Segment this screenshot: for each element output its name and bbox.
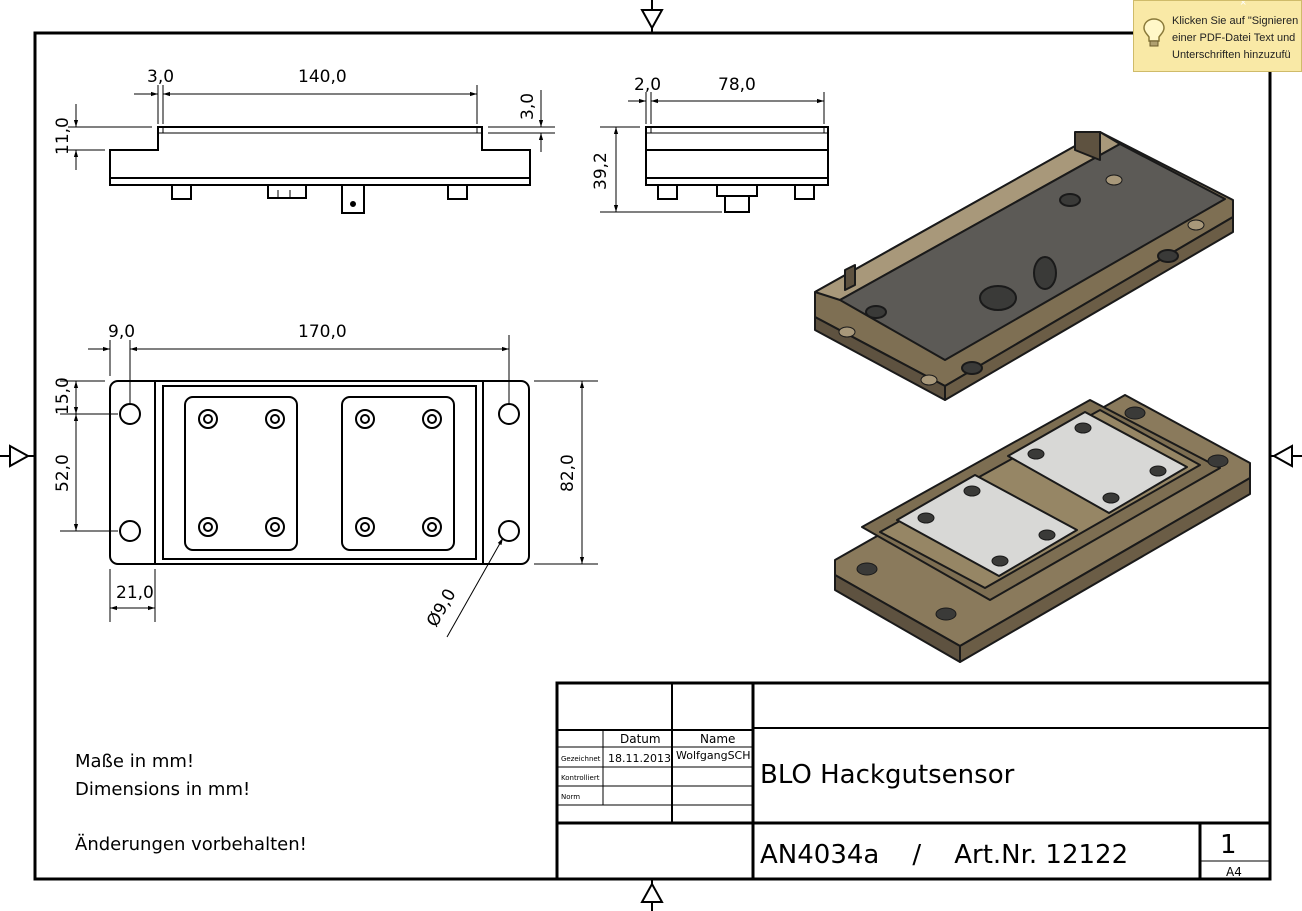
tb-col-datum: Datum (620, 732, 661, 746)
dim-top-hole-vertical: 52,0 (53, 454, 73, 492)
tooltip-line: Klicken Sie auf "Signieren (1172, 15, 1299, 27)
isometric-view-top (834, 394, 1251, 663)
dim-front-right-step: 3,0 (518, 93, 538, 120)
dim-top-hole-offset: 15,0 (53, 377, 73, 415)
dim-top-hole-spacing: 170,0 (298, 322, 347, 342)
sheet-format: A4 (1226, 865, 1242, 879)
dim-top-edge: 9,0 (108, 322, 135, 342)
side-view-dimensions (600, 92, 825, 213)
tb-row-norm: Norm (561, 793, 580, 801)
front-view-dimensions (68, 85, 555, 170)
note-masse: Maße in mm! (75, 751, 194, 772)
tooltip-text: Klicken Sie auf "Signieren einer PDF-Dat… (1172, 13, 1301, 64)
drawing-number: AN4034a / Art.Nr. 12122 (760, 840, 1128, 870)
tb-drawn-by: WolfgangSCH (676, 749, 751, 762)
lightbulb-icon (1143, 18, 1165, 47)
note-dimensions: Dimensions in mm! (75, 779, 250, 800)
signing-hint-tooltip[interactable]: × Klicken Sie auf "Signieren einer PDF-D… (1133, 0, 1302, 72)
tb-col-name: Name (700, 732, 735, 746)
note-aenderungen: Änderungen vorbehalten! (75, 834, 307, 855)
tb-row-kontrolliert: Kontrolliert (561, 774, 600, 782)
isometric-view-bottom (814, 131, 1234, 401)
dim-front-step-height: 11,0 (53, 117, 73, 155)
dim-front-length: 140,0 (298, 67, 347, 87)
dim-side-width: 78,0 (718, 75, 756, 95)
front-view (109, 126, 531, 214)
side-view (645, 126, 829, 213)
title-block (555, 681, 1272, 881)
tooltip-line: einer PDF-Datei Text und (1172, 32, 1296, 44)
tooltip-line: Unterschriften hinzuzufü (1172, 49, 1291, 61)
top-view-dimensions (60, 335, 598, 638)
dim-side-height: 39,2 (591, 152, 611, 190)
dim-side-gap: 2,0 (634, 75, 661, 95)
screw-heads (198, 409, 442, 537)
tb-row-gezeichnet: Gezeichnet (561, 755, 601, 763)
dim-front-left-gap: 3,0 (147, 67, 174, 87)
close-icon[interactable]: × (1240, 0, 1247, 9)
tb-date: 18.11.2013 (608, 752, 671, 765)
dim-top-overall-width: 82,0 (558, 454, 578, 492)
dim-top-bottom-offset: 21,0 (116, 583, 154, 603)
sheet-number: 1 (1220, 830, 1237, 860)
drawing-title: BLO Hackgutsensor (760, 760, 1015, 790)
top-view (109, 380, 530, 565)
